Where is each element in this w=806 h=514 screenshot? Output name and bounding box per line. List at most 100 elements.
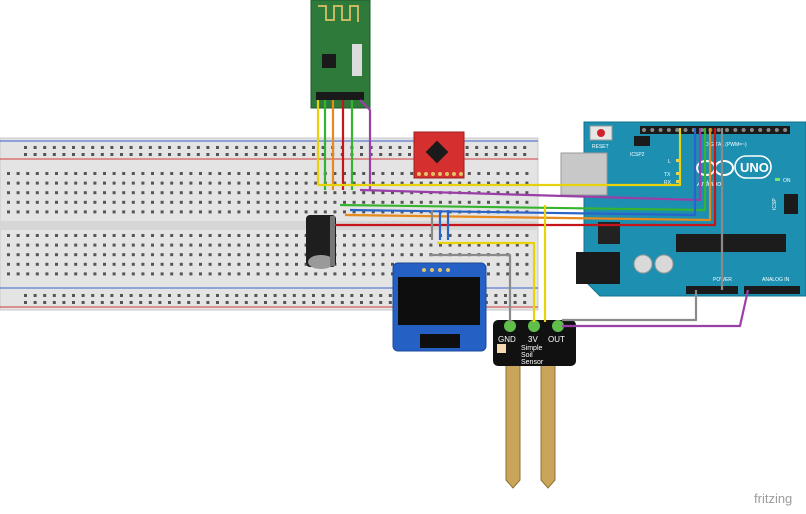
rail-hole — [235, 153, 239, 156]
breadboard-hole — [506, 191, 510, 195]
rail-hole — [24, 153, 27, 156]
breadboard-hole — [131, 191, 135, 195]
breadboard-hole — [256, 200, 260, 204]
breadboard-hole — [122, 272, 126, 276]
breadboard-hole — [439, 181, 442, 185]
soil-pin-label-gnd: GND — [498, 335, 516, 344]
breadboard-hole — [256, 234, 260, 237]
rail-hole — [312, 294, 315, 297]
icsp2-label: ICSP2 — [630, 152, 645, 158]
breadboard-hole — [93, 262, 97, 266]
breadboard-hole — [103, 191, 106, 195]
breadboard-hole — [208, 262, 212, 266]
crystal — [352, 44, 362, 76]
breadboard-hole — [362, 262, 366, 266]
breadboard-hole — [35, 243, 39, 247]
rail-hole — [235, 294, 239, 297]
breadboard-hole — [131, 200, 135, 204]
rail-hole — [158, 301, 162, 304]
breadboard-hole — [16, 172, 20, 175]
rail-hole — [254, 146, 258, 149]
rail-hole — [43, 153, 47, 156]
breadboard-hole — [45, 262, 49, 266]
breadboard-hole — [381, 253, 385, 257]
breadboard-hole — [275, 181, 279, 185]
breadboard-hole — [218, 243, 222, 247]
breadboard-hole — [151, 234, 154, 237]
rail-hole — [350, 301, 354, 304]
rail-hole — [264, 146, 267, 149]
soil-pin-label-out: OUT — [548, 335, 565, 344]
rail-hole — [216, 153, 219, 156]
breadboard-hole — [247, 243, 250, 247]
breadboard-hole — [208, 181, 212, 185]
breadboard-hole — [515, 272, 519, 276]
breadboard-hole — [160, 272, 164, 276]
rail-hole — [91, 301, 95, 304]
breadboard-hole — [247, 210, 250, 214]
breadboard-hole — [55, 262, 58, 266]
breadboard-hole — [314, 200, 318, 204]
breadboard-hole — [103, 234, 106, 237]
breadboard-hole — [237, 200, 241, 204]
rail-hole — [225, 153, 229, 156]
wire-purple-digital — [359, 128, 702, 202]
breadboard-hole — [189, 253, 193, 257]
breadboard-hole — [112, 181, 116, 185]
rail-hole — [72, 301, 75, 304]
breadboard-hole — [496, 172, 500, 175]
rail-hole — [177, 294, 181, 297]
rail-hole — [72, 146, 75, 149]
breadboard-hole — [525, 243, 529, 247]
breadboard-hole — [525, 234, 529, 237]
uno-label: UNO — [740, 160, 769, 175]
breadboard-hole — [496, 272, 500, 276]
rail-hole — [216, 301, 219, 304]
rail-hole — [168, 294, 171, 297]
breadboard-hole — [467, 172, 471, 175]
pcb-antenna — [318, 5, 359, 22]
breadboard-hole — [343, 253, 346, 257]
breadboard-hole — [352, 191, 356, 195]
breadboard-hole — [323, 272, 327, 276]
breadboard-hole — [26, 172, 30, 175]
rail-hole — [91, 146, 95, 149]
digital-pin — [658, 128, 663, 132]
breadboard-hole — [93, 181, 97, 185]
digital-pin — [774, 128, 779, 132]
breadboard-hole — [515, 200, 519, 204]
accel-pin — [452, 172, 456, 176]
breadboard-hole — [467, 181, 471, 185]
breadboard-hole — [525, 272, 529, 276]
rail-hole — [225, 146, 229, 149]
breadboard-hole — [199, 243, 202, 247]
breadboard-hole — [83, 200, 87, 204]
breadboard-hole — [16, 262, 20, 266]
breadboard-hole — [208, 253, 212, 257]
breadboard-hole — [141, 172, 145, 175]
soil-pin-label-3v: 3V — [528, 335, 538, 344]
breadboard-hole — [16, 243, 20, 247]
breadboard-hole — [45, 272, 49, 276]
breadboard-hole — [285, 172, 289, 175]
breadboard-hole — [112, 234, 116, 237]
breadboard-hole — [189, 172, 193, 175]
led-tx — [676, 172, 681, 175]
usb-connector — [560, 152, 608, 196]
rail-hole — [398, 146, 402, 149]
breadboard-hole — [400, 253, 404, 257]
rail-hole — [273, 301, 277, 304]
breadboard-hole — [208, 234, 212, 237]
breadboard-hole — [506, 272, 510, 276]
oled-ribbon — [420, 334, 460, 348]
breadboard-hole — [391, 243, 394, 247]
rail-hole — [244, 153, 248, 156]
breadboard-hole — [227, 253, 231, 257]
rail-hole — [504, 294, 507, 297]
breadboard-hole — [256, 243, 260, 247]
breadboard-hole — [160, 253, 164, 257]
breadboard-hole — [103, 210, 106, 214]
rail-hole — [360, 294, 363, 297]
breadboard-hole — [189, 262, 193, 266]
breadboard-hole — [131, 253, 135, 257]
